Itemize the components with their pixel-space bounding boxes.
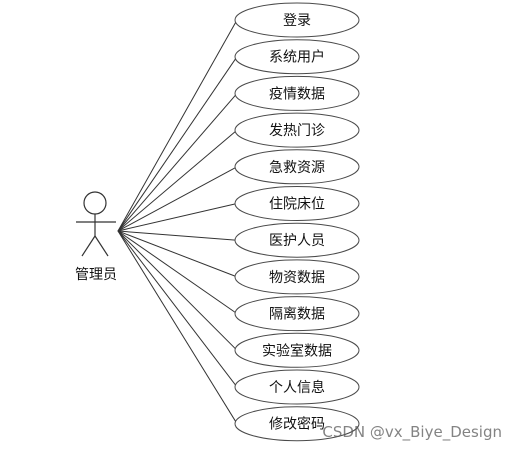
association-line bbox=[117, 19, 238, 232]
use-case: 住院床位 bbox=[234, 186, 360, 221]
use-case-ellipse bbox=[234, 2, 360, 38]
use-case-ellipse bbox=[234, 149, 360, 185]
association-line bbox=[117, 166, 238, 232]
use-case: 修改密码 bbox=[234, 406, 360, 442]
use-case: 发热门诊 bbox=[234, 112, 360, 148]
association-line bbox=[117, 230, 238, 315]
actor-admin: 管理员 bbox=[75, 191, 117, 283]
watermark: CSDN @vx_Biye_Design bbox=[322, 423, 502, 441]
association-line bbox=[117, 230, 238, 388]
use-case-ellipse bbox=[234, 332, 360, 368]
association-line bbox=[117, 230, 238, 241]
use-case-label: 个人信息 bbox=[269, 379, 325, 396]
use-case-label: 住院床位 bbox=[269, 197, 325, 213]
use-case-ellipse bbox=[234, 112, 360, 148]
use-case: 实验室数据 bbox=[234, 332, 360, 368]
use-case-group: 登录系统用户疫情数据发热门诊急救资源住院床位医护人员物资数据隔离数据实验室数据个… bbox=[234, 2, 360, 442]
use-case: 系统用户 bbox=[234, 39, 360, 75]
use-case-label: 发热门诊 bbox=[269, 123, 325, 139]
actor-head bbox=[83, 191, 107, 215]
use-case-label: 物资数据 bbox=[269, 270, 325, 286]
association-line bbox=[117, 203, 238, 232]
use-case-label: 隔离数据 bbox=[269, 306, 325, 323]
use-case-ellipse bbox=[234, 406, 360, 442]
actor-right-leg bbox=[94, 235, 109, 257]
use-case: 急救资源 bbox=[234, 149, 360, 185]
use-case-label: 疫情数据 bbox=[269, 86, 325, 102]
association-line bbox=[117, 93, 238, 232]
association-line bbox=[117, 230, 238, 351]
use-case-ellipse bbox=[234, 222, 360, 258]
use-case-label: 医护人员 bbox=[269, 233, 325, 249]
use-case-ellipse bbox=[234, 369, 360, 405]
association-line bbox=[117, 129, 238, 232]
actor-left-leg bbox=[81, 235, 96, 257]
use-case: 物资数据 bbox=[234, 259, 360, 295]
use-case-ellipse bbox=[234, 39, 360, 75]
association-lines bbox=[117, 19, 238, 424]
use-case-ellipse bbox=[234, 186, 360, 221]
use-case: 登录 bbox=[234, 2, 360, 38]
use-case: 医护人员 bbox=[234, 222, 360, 258]
use-case-ellipse bbox=[234, 296, 360, 332]
use-case-label: 急救资源 bbox=[269, 160, 325, 176]
use-case-ellipse bbox=[234, 75, 360, 111]
use-case-label: 系统用户 bbox=[269, 49, 325, 66]
use-case-label: 登录 bbox=[283, 13, 311, 29]
use-case: 隔离数据 bbox=[234, 296, 360, 332]
use-case: 疫情数据 bbox=[234, 75, 360, 111]
use-case-label: 修改密码 bbox=[269, 416, 325, 433]
association-line bbox=[117, 230, 238, 424]
use-case-ellipse bbox=[234, 259, 360, 295]
actor-label: 管理员 bbox=[75, 267, 117, 283]
association-line bbox=[117, 230, 238, 278]
use-case: 个人信息 bbox=[234, 369, 360, 405]
use-case-label: 实验室数据 bbox=[262, 342, 332, 359]
association-line bbox=[117, 56, 238, 232]
